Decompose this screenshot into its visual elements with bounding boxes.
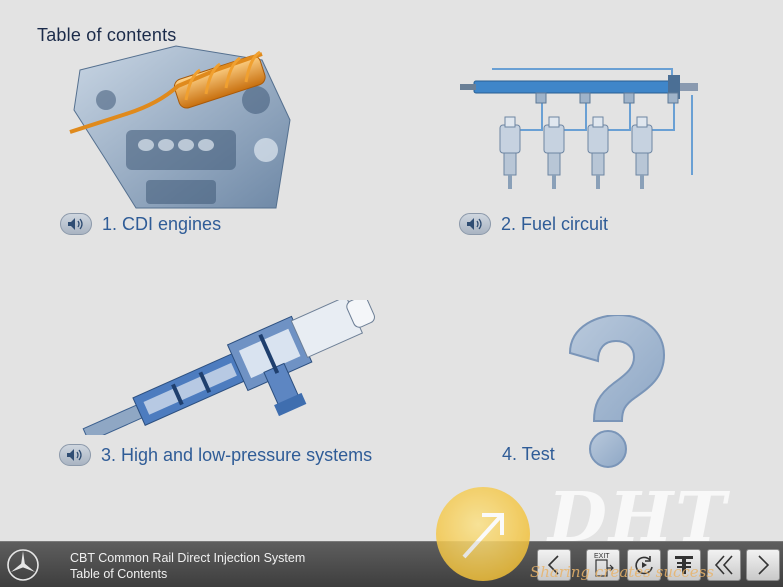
chevron-left-icon xyxy=(547,555,559,575)
topic-label[interactable]: 2. Fuel circuit xyxy=(501,213,609,234)
course-title: CBT Common Rail Direct Injection System xyxy=(70,551,306,565)
double-chevron-left-icon xyxy=(714,555,733,575)
topic-high-low-pressure[interactable]: 3. High and low-pressure systems xyxy=(59,444,372,466)
footer-bar: CBT Common Rail Direct Injection System … xyxy=(0,541,783,587)
speaker-icon[interactable] xyxy=(59,444,91,466)
contents-button[interactable] xyxy=(667,549,701,581)
chevron-right-icon xyxy=(758,555,770,575)
mercedes-star-logo-icon xyxy=(7,549,39,581)
speaker-icon[interactable] xyxy=(459,213,491,235)
injector-illustration[interactable] xyxy=(70,300,390,435)
first-page-button[interactable] xyxy=(707,549,741,581)
next-button[interactable] xyxy=(746,549,780,581)
back-button[interactable] xyxy=(537,549,571,581)
exit-button[interactable]: EXIT xyxy=(586,549,620,581)
exit-label: EXIT xyxy=(594,553,610,560)
test-question-mark-illustration[interactable] xyxy=(560,315,670,470)
section-title: Table of Contents xyxy=(70,567,168,581)
speaker-icon[interactable] xyxy=(60,213,92,235)
door-icon xyxy=(595,559,614,577)
replay-button[interactable] xyxy=(627,549,661,581)
watermark-brand: DHT xyxy=(548,478,728,558)
topic-label[interactable]: 3. High and low-pressure systems xyxy=(101,444,373,465)
topic-label[interactable]: 4. Test xyxy=(502,444,555,464)
replay-icon xyxy=(635,556,653,575)
watermark-slogan: Sharing creates success xyxy=(530,563,715,581)
cdi-engine-illustration[interactable] xyxy=(66,40,298,210)
topic-test[interactable]: 4. Test xyxy=(502,444,555,465)
topic-cdi-engines[interactable]: 1. CDI engines xyxy=(60,213,221,235)
topic-fuel-circuit[interactable]: 2. Fuel circuit xyxy=(459,213,608,235)
watermark-logo-icon xyxy=(436,487,530,581)
topic-label[interactable]: 1. CDI engines xyxy=(102,213,222,234)
fuel-circuit-illustration[interactable] xyxy=(452,55,702,195)
table-of-contents-icon xyxy=(675,556,693,574)
page-title: Table of contents xyxy=(37,25,177,46)
